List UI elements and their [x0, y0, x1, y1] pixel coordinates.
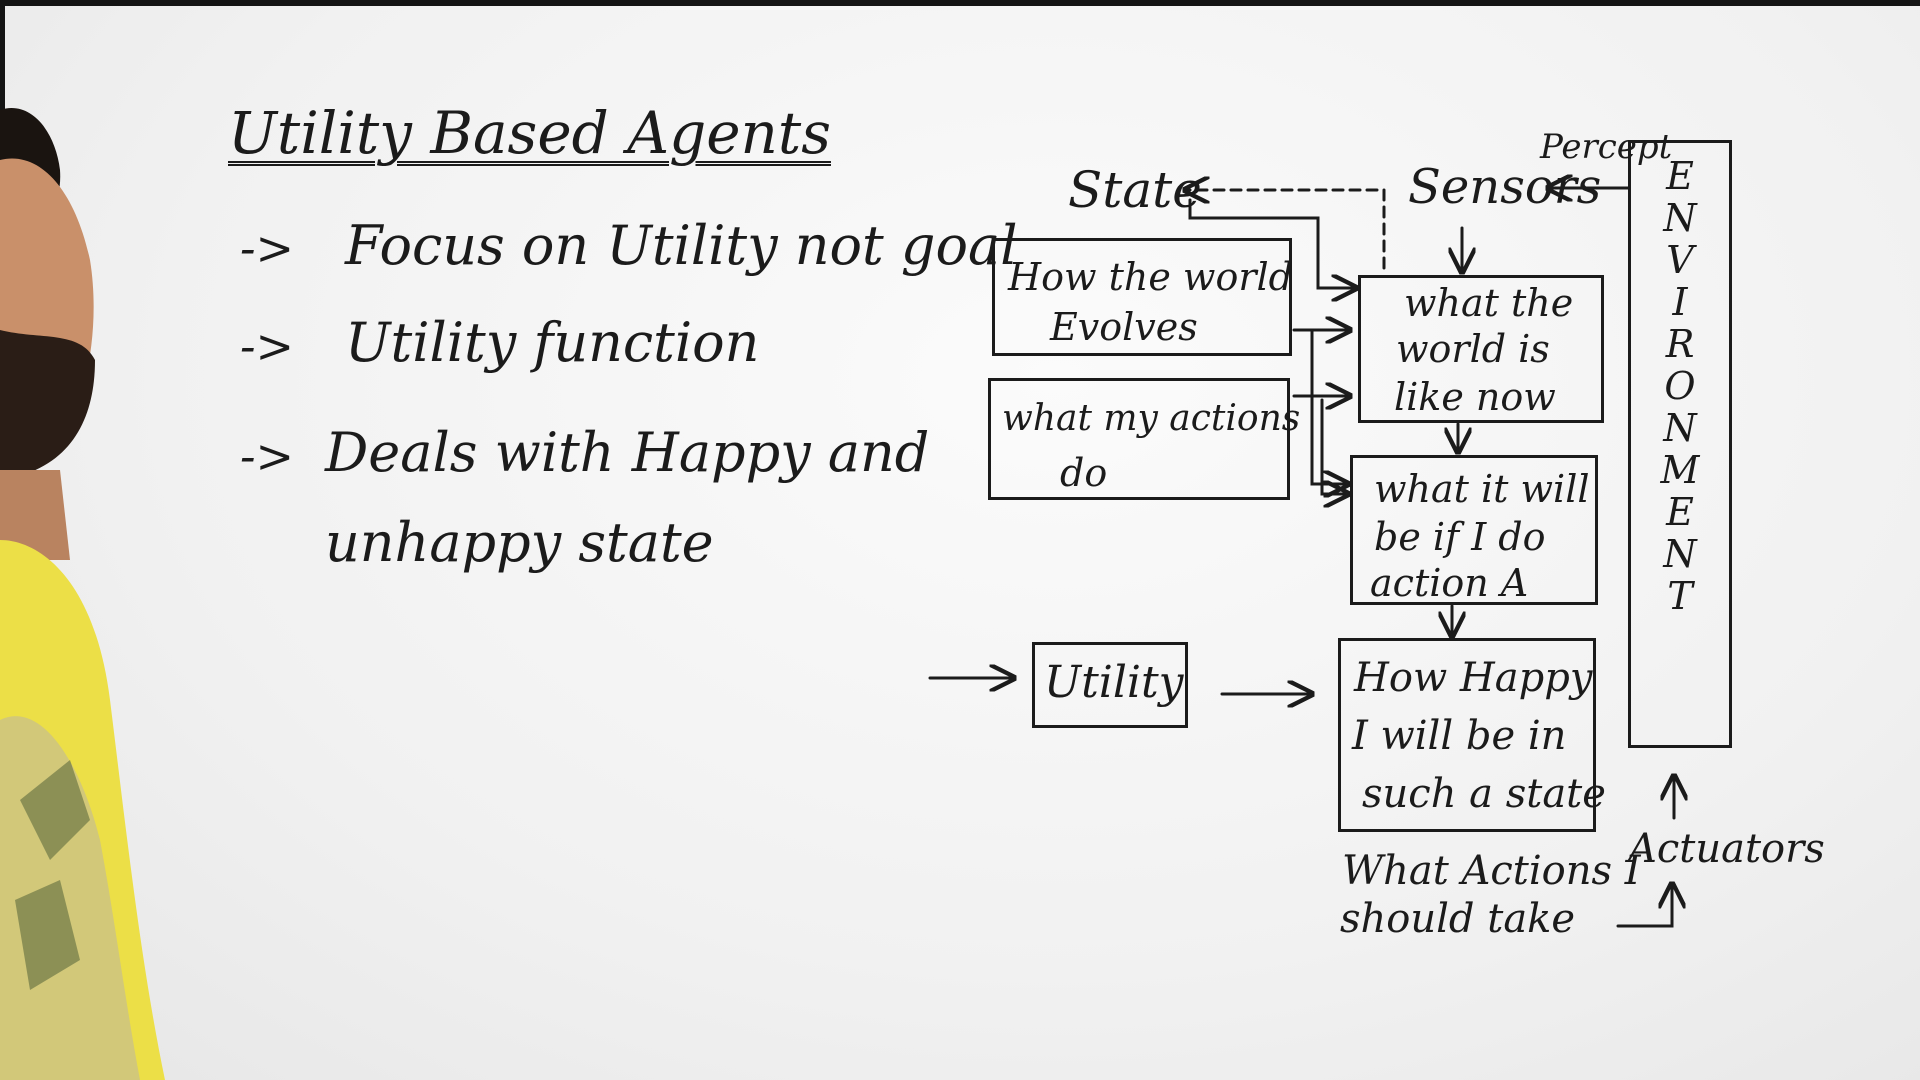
- environment-letter: M: [1660, 448, 1700, 492]
- box-my-actions: [988, 378, 1290, 500]
- environment-letter: N: [1663, 196, 1697, 240]
- actions-to-actuators-arrow: [1616, 884, 1672, 928]
- box-happy-line-3: such a state: [1362, 771, 1606, 817]
- environment-letter: I: [1672, 280, 1688, 324]
- video-frame-top: [0, 0, 1920, 6]
- presenter-shirt-print-dark: [15, 760, 90, 990]
- actuators-label: Actuators: [1628, 826, 1825, 872]
- environment-letter: T: [1667, 574, 1693, 618]
- box-world-now-line-3: like now: [1394, 375, 1556, 419]
- percept-label: Percept: [1540, 127, 1673, 167]
- presenter: [0, 108, 165, 1080]
- state-label: State: [1068, 161, 1202, 219]
- box-if-action-line-1: what it will: [1374, 467, 1590, 511]
- presenter-beard: [0, 330, 95, 480]
- box-utility-label: Utility: [1044, 657, 1184, 708]
- environment-letter: E: [1666, 490, 1694, 534]
- environment-letter: V: [1666, 238, 1694, 282]
- bullet-arrow-3: ->: [240, 429, 295, 483]
- state-to-world-now-arrow: [1188, 198, 1356, 288]
- environment-box: E N V I R O N M E N T: [1628, 140, 1732, 748]
- bullet-arrow-2: ->: [240, 319, 295, 373]
- bullet-1: Focus on Utility not goal: [345, 214, 1018, 277]
- environment-letter: E: [1666, 154, 1694, 198]
- box-happy-line-2: I will be in: [1352, 713, 1567, 759]
- box-my-actions-line-2: do: [1060, 451, 1108, 495]
- actions-label-line-2: should take: [1340, 896, 1576, 942]
- environment-letter: N: [1663, 406, 1697, 450]
- bullet-3: Deals with Happy and: [325, 421, 930, 484]
- box-if-action-line-2: be if I do: [1374, 515, 1546, 559]
- box-if-action: [1350, 455, 1598, 605]
- bullet-arrow-1: ->: [240, 221, 295, 275]
- environment-letter: N: [1663, 532, 1697, 576]
- box-world-now-line-1: what the: [1404, 281, 1574, 325]
- state-dashed-line: [1185, 190, 1386, 270]
- box-my-actions-line-1: what my actions: [1002, 398, 1301, 439]
- evolves-to-if-action-arrow: [1310, 328, 1348, 484]
- box-world-evolves: [992, 238, 1292, 356]
- bullet-2: Utility function: [345, 311, 760, 374]
- box-happy: [1338, 638, 1596, 832]
- actions-to-if-action-arrow: [1320, 398, 1348, 494]
- bullet-3-continuation: unhappy state: [325, 511, 714, 574]
- box-utility: [1032, 642, 1188, 728]
- actions-label-line-1: What Actions I: [1342, 848, 1641, 894]
- box-world-evolves-line-1: How the world: [1008, 255, 1293, 299]
- page-title: Utility Based Agents: [228, 99, 831, 167]
- box-world-evolves-line-2: Evolves: [1050, 305, 1198, 349]
- box-world-now-line-2: world is: [1396, 327, 1550, 371]
- environment-letter: R: [1665, 322, 1695, 366]
- environment-letter: O: [1664, 364, 1696, 408]
- box-happy-line-1: How Happy: [1354, 655, 1593, 701]
- box-world-now: [1358, 275, 1604, 423]
- presenter-neck: [0, 470, 70, 560]
- box-if-action-line-3: action A: [1370, 561, 1529, 605]
